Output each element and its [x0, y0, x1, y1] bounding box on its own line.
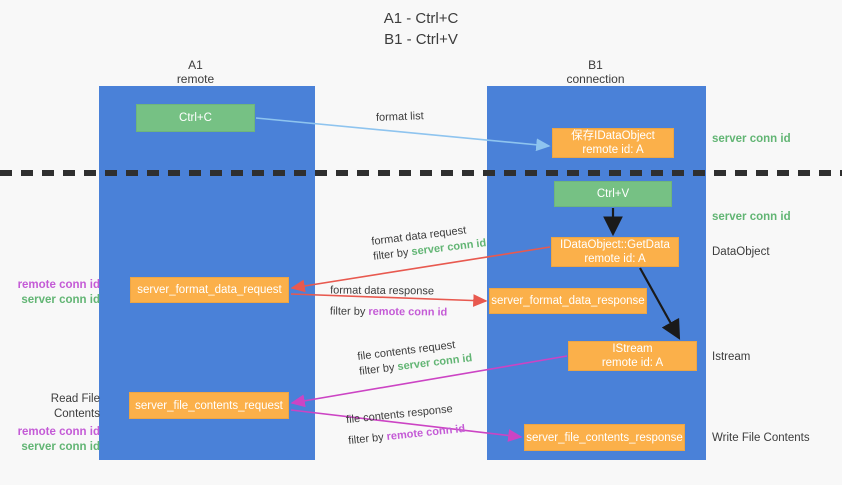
edge-label-format-data-response-filter: filter by remote conn id	[330, 304, 447, 320]
column-header-b1: B1 connection	[518, 58, 673, 86]
node-server-file-contents-response-label: server_file_contents_response	[526, 431, 683, 444]
column-a1-name: A1	[188, 58, 203, 72]
edge-format-data-request	[290, 246, 551, 293]
dashed-separator-line	[0, 170, 842, 176]
note-read-file-contents: Read File Contents remote conn id server…	[8, 392, 100, 455]
edge-format-list	[255, 117, 551, 152]
node-server-file-contents-request[interactable]: server_file_contents_request	[129, 392, 289, 419]
node-ctrl-c[interactable]: Ctrl+C	[136, 104, 255, 132]
note-read-file-contents-heading: Read File Contents	[50, 393, 100, 420]
node-server-format-data-request-label: server_format_data_request	[137, 284, 282, 296]
node-server-format-data-response-label: server_format_data_response	[491, 295, 645, 307]
node-idataobject-getdata[interactable]: IDataObject::GetData remote id: A	[551, 237, 679, 267]
column-b1-name: B1	[588, 58, 603, 72]
edge-label-format-list-text: format list	[375, 110, 424, 124]
edge-getdata-to-istream	[639, 267, 681, 340]
note-file-remote-conn-id: remote conn id	[17, 426, 100, 438]
note-write-file-contents: Write File Contents	[712, 432, 810, 444]
node-getdata-line2: remote id: A	[584, 253, 646, 265]
node-getdata-line1: IDataObject::GetData	[560, 239, 670, 251]
note-istream: Istream	[712, 351, 751, 363]
node-ctrl-v[interactable]: Ctrl+V	[554, 181, 672, 207]
edge-label-format-list: format list	[376, 109, 424, 126]
node-save-idataobject-line1: 保存IDataObject	[571, 130, 655, 142]
note-format-server-conn-id: server conn id	[21, 294, 100, 306]
node-save-idataobject-line2: remote id: A	[582, 144, 644, 156]
note-server-conn-id-mid: server conn id	[712, 211, 791, 223]
edge-file-contents-request	[290, 355, 568, 408]
node-ctrl-v-label: Ctrl+V	[596, 188, 630, 200]
note-server-conn-id-top: server conn id	[712, 133, 791, 145]
note-format-remote-conn-id: remote conn id	[17, 279, 100, 291]
node-server-file-contents-request-label: server_file_contents_request	[135, 399, 283, 412]
node-istream-line1: IStream	[612, 343, 653, 355]
filter-prefix: filter by	[358, 361, 399, 378]
filter-prefix: filter by	[347, 431, 388, 448]
note-file-server-conn-id: server conn id	[21, 441, 100, 453]
note-dataobject: DataObject	[712, 246, 770, 258]
edge-file-contents-response	[290, 409, 523, 442]
edge-label-format-data-response-line1: format data response	[330, 284, 435, 298]
title-line-2: B1 - Ctrl+V	[384, 31, 458, 48]
node-server-format-data-request[interactable]: server_format_data_request	[130, 277, 289, 303]
filter-prefix: filter by	[329, 305, 369, 318]
node-istream-line2: remote id: A	[601, 357, 664, 369]
column-b1-subtitle: connection	[566, 72, 625, 86]
diagram-title: A1 - Ctrl+C B1 - Ctrl+V	[0, 8, 842, 50]
column-a1-subtitle: remote	[176, 72, 215, 86]
filter-key-remote-conn-id: remote conn id	[368, 305, 448, 319]
node-server-file-contents-response[interactable]: server_file_contents_response	[524, 424, 685, 451]
filter-prefix: filter by	[372, 246, 413, 263]
node-istream[interactable]: IStream remote id: A	[568, 341, 697, 371]
column-header-a1: A1 remote	[118, 58, 273, 86]
note-format-conn-ids: remote conn id server conn id	[8, 278, 100, 308]
node-server-format-data-response[interactable]: server_format_data_response	[489, 288, 647, 314]
edge-format-data-response	[290, 293, 488, 307]
node-save-idataobject[interactable]: 保存IDataObject remote id: A	[552, 128, 674, 158]
node-ctrl-c-label: Ctrl+C	[179, 112, 212, 124]
title-line-1: A1 - Ctrl+C	[383, 10, 459, 27]
edge-label-format-data-response: format data response filter by remote co…	[330, 283, 448, 320]
